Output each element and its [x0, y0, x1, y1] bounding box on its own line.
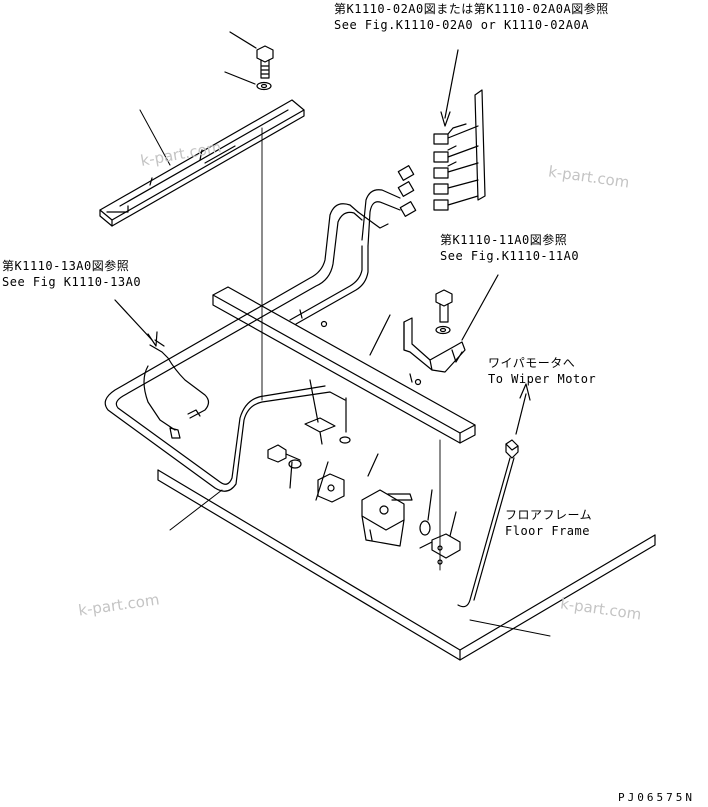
floor-frame-callout-jp: フロアフレーム	[505, 508, 593, 522]
top-connector-stack	[433, 49, 486, 211]
top-reference-jp: 第K1110-02A0図または第K1110-02A0A図参照	[334, 2, 609, 16]
cross-beam	[212, 286, 476, 444]
floor-frame-plate	[157, 469, 656, 661]
wiper-lead	[457, 383, 531, 608]
wiper-callout-jp: ワイパモータへ	[488, 356, 576, 370]
top-bolt	[224, 31, 274, 91]
main-harness	[104, 189, 401, 492]
upper-cover-bracket	[99, 99, 305, 227]
mid-reference-jp: 第K1110-11A0図参照	[440, 233, 568, 247]
top-reference-en: See Fig.K1110-02A0 or K1110-02A0A	[334, 18, 589, 32]
left-harness-plug	[114, 299, 210, 439]
wiper-callout-en: To Wiper Motor	[488, 372, 597, 386]
floor-frame-callout-en: Floor Frame	[505, 524, 590, 538]
mid-reference-en: See Fig.K1110-11A0	[440, 249, 580, 263]
mid-connectors	[397, 165, 417, 217]
lower-clamp-assembly	[267, 379, 461, 565]
left-reference-jp: 第K1110-13A0図参照	[2, 259, 130, 273]
right-bracket	[403, 274, 499, 373]
left-reference-en: See Fig K1110-13A0	[2, 275, 142, 289]
drawing-code: PJ06575N	[618, 791, 695, 804]
